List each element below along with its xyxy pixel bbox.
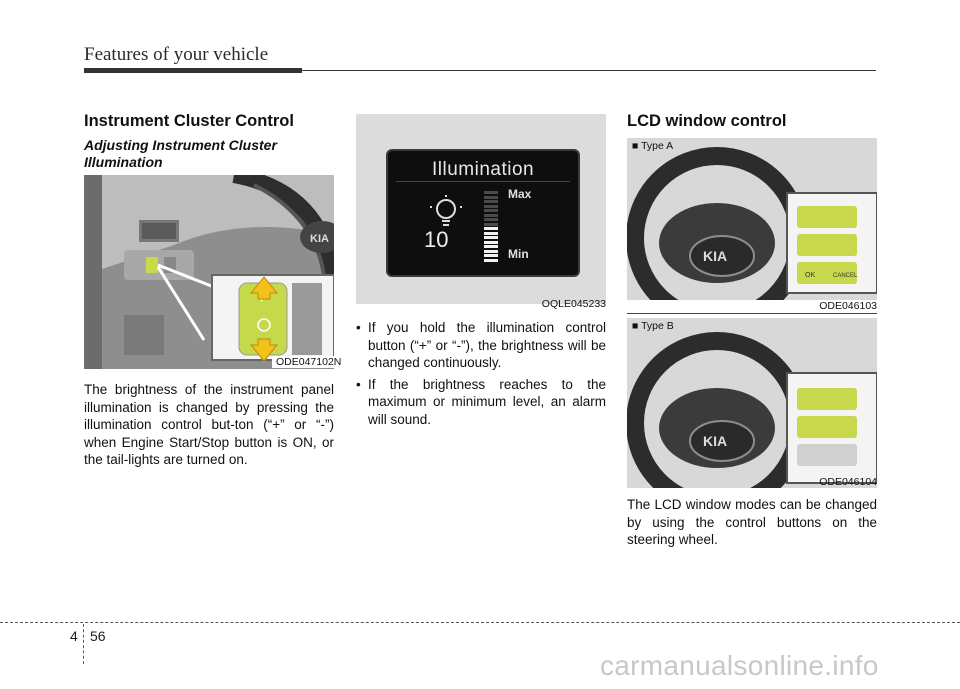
lcd-bulb-icon bbox=[430, 195, 462, 226]
image-code-middle: OQLE045233 bbox=[541, 298, 606, 310]
lcd-level-segment bbox=[484, 258, 498, 262]
cancel-button-label: CANCEL bbox=[833, 273, 858, 279]
chapter-number: 4 bbox=[70, 628, 78, 644]
steering-wheel-type-b: KIA bbox=[627, 332, 877, 488]
type-divider bbox=[627, 313, 877, 314]
footer-rule bbox=[0, 622, 960, 623]
lcd-level-value: 10 bbox=[424, 227, 449, 252]
ok-button-label: OK bbox=[805, 272, 815, 279]
lcd-level-segment bbox=[484, 227, 498, 230]
lcd-level-segment bbox=[484, 204, 498, 208]
header-rule bbox=[84, 68, 302, 73]
image-code-type-b: ODE046104 bbox=[819, 476, 877, 488]
lcd-level-segment bbox=[484, 209, 498, 212]
lcd-level-segment bbox=[484, 191, 498, 194]
image-code-type-a: ODE046103 bbox=[819, 300, 877, 312]
bullet-item: If the brightness reaches to the maximum… bbox=[356, 376, 606, 429]
steering-wheel-type-b-figure: KIA bbox=[627, 318, 877, 488]
illumination-bullet-list: If you hold the illumination control but… bbox=[356, 319, 606, 433]
lcd-max-label: Max bbox=[508, 187, 532, 201]
lcd-level-bar bbox=[484, 189, 498, 263]
lcd-level-segment bbox=[484, 200, 498, 203]
page-number: 56 bbox=[90, 628, 106, 644]
lcd-level-segment bbox=[484, 231, 498, 235]
left-body-paragraph: The brightness of the instrument panel i… bbox=[84, 382, 334, 468]
section-title-lcd-window: LCD window control bbox=[627, 112, 787, 130]
kia-logo: KIA bbox=[703, 433, 727, 449]
lcd-divider bbox=[396, 181, 570, 182]
kia-logo-small: KIA bbox=[310, 233, 329, 245]
type-a-label: ■ Type A bbox=[632, 140, 674, 152]
lcd-level-segment bbox=[484, 218, 498, 221]
right-body-paragraph: The LCD window modes can be changed by u… bbox=[627, 497, 877, 548]
section-title-instrument-cluster: Instrument Cluster Control bbox=[84, 112, 294, 130]
footer-separator bbox=[83, 624, 84, 664]
dashboard-illumination-figure: KIA + − bbox=[84, 175, 334, 369]
page-header-title: Features of your vehicle bbox=[84, 44, 269, 65]
steering-wheel-type-a-figure: KIA OK CANCEL bbox=[627, 138, 877, 300]
bullet-item: If you hold the illumination control but… bbox=[356, 319, 606, 372]
lcd-level-segment bbox=[484, 236, 498, 239]
header-rule-thin bbox=[302, 70, 876, 71]
lcd-level-segment bbox=[484, 195, 498, 199]
type-b-label: ■ Type B bbox=[632, 320, 674, 332]
lcd-min-label: Min bbox=[508, 247, 529, 261]
steering-wheel-type-a: KIA OK CANCEL bbox=[627, 147, 877, 300]
lcd-level-segment bbox=[484, 213, 498, 217]
lcd-title: Illumination bbox=[432, 159, 535, 180]
subsection-title-illumination: Adjusting Instrument Cluster Illuminatio… bbox=[84, 137, 277, 170]
lcd-level-segment bbox=[484, 245, 498, 248]
lcd-level-segment bbox=[484, 254, 498, 257]
dashboard-illustration: KIA + − bbox=[84, 175, 334, 369]
image-code-left: ODE047102N bbox=[272, 356, 346, 368]
lcd-illumination-screen: Illumination 10 Max Min bbox=[386, 149, 580, 277]
lcd-level-segment bbox=[484, 222, 498, 226]
lcd-level-segment bbox=[484, 249, 498, 253]
watermark: carmanualsonline.info bbox=[600, 650, 879, 681]
kia-logo: KIA bbox=[703, 248, 727, 264]
lcd-level-segment bbox=[484, 240, 498, 244]
